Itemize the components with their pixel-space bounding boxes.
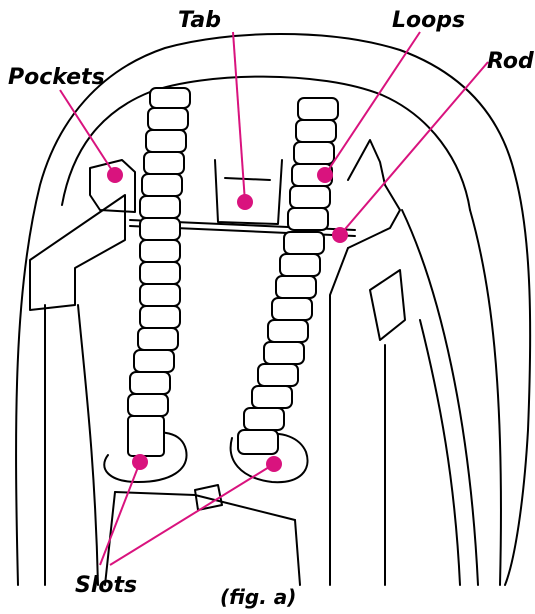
tab-dot xyxy=(237,194,253,210)
slots-label: Slots xyxy=(75,573,137,598)
slots-dot-right xyxy=(266,456,282,472)
loops-dot xyxy=(317,167,333,183)
slots-leader-right xyxy=(110,464,274,565)
tab-label: Tab xyxy=(178,8,221,33)
pockets-dot xyxy=(107,167,123,183)
tab-leader xyxy=(233,32,245,202)
loops-label: Loops xyxy=(392,8,465,33)
figure-caption: (fig. a) xyxy=(220,585,296,609)
slots-dot-left xyxy=(132,454,148,470)
left-strap-loops xyxy=(128,88,190,456)
right-strap-loops xyxy=(238,98,338,454)
rod-dot xyxy=(332,227,348,243)
pockets-label: Pockets xyxy=(8,65,105,90)
pockets-leader xyxy=(60,90,115,175)
loops-leader xyxy=(325,32,420,175)
rod-label: Rod xyxy=(487,49,534,74)
